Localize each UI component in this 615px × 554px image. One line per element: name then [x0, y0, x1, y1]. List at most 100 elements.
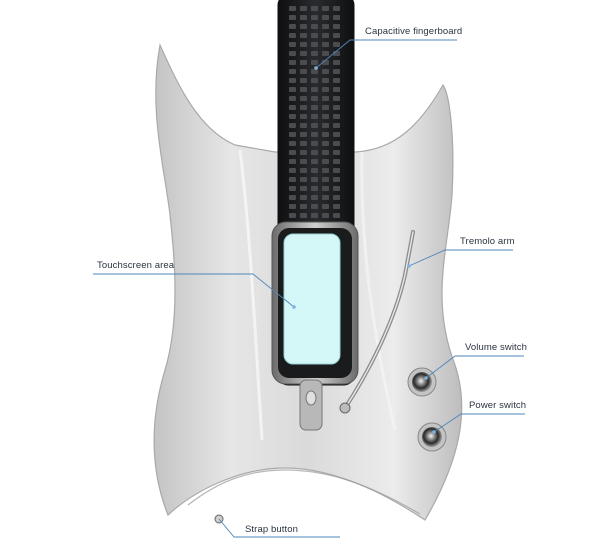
fret-marker: [289, 87, 296, 92]
callout-line-capacitive-fingerboard: [315, 39, 457, 69]
label-volume-switch: Volume switch: [465, 342, 528, 353]
fret-marker: [289, 96, 296, 101]
fret-marker: [300, 141, 307, 146]
fret-marker: [289, 123, 296, 128]
fret-marker: [289, 42, 296, 47]
fret-marker: [300, 186, 307, 191]
fret-marker: [333, 60, 340, 65]
fret-marker: [289, 168, 296, 173]
fret-marker: [289, 105, 296, 110]
body-highlight: [238, 149, 264, 441]
callout-dots: [292, 66, 436, 434]
fret-marker: [311, 159, 318, 164]
fret-marker: [311, 60, 318, 65]
fret-marker: [322, 186, 329, 191]
fret-marker: [311, 132, 318, 137]
label-power-switch: Power switch: [469, 400, 527, 411]
fret-marker: [322, 33, 329, 38]
fret-marker: [333, 42, 340, 47]
fret-marker: [289, 141, 296, 146]
fret-marker: [333, 132, 340, 137]
fret-marker: [322, 159, 329, 164]
fret-marker: [322, 204, 329, 209]
fret-marker: [322, 69, 329, 74]
fret-marker: [300, 168, 307, 173]
fret-marker: [333, 24, 340, 29]
fret-marker: [333, 105, 340, 110]
fret-marker: [300, 51, 307, 56]
fret-marker: [300, 33, 307, 38]
tremolo-pivot: [339, 402, 351, 414]
fret-marker: [322, 15, 329, 20]
fret-marker: [300, 195, 307, 200]
fret-marker: [311, 51, 318, 56]
fret-marker: [289, 33, 296, 38]
fret-marker: [311, 141, 318, 146]
fret-marker: [333, 114, 340, 119]
label-capacitive-fingerboard: Capacitive fingerboard: [365, 26, 463, 37]
fret-marker: [300, 87, 307, 92]
fret-marker: [311, 78, 318, 83]
fret-marker: [300, 42, 307, 47]
fret-marker: [333, 87, 340, 92]
fret-marker: [300, 60, 307, 65]
fret-marker: [289, 69, 296, 74]
fret-marker: [311, 6, 318, 11]
label-strap-button: Strap button: [245, 524, 298, 535]
fret-marker: [300, 78, 307, 83]
fret-marker: [322, 195, 329, 200]
fret-marker: [322, 78, 329, 83]
volume-switch-knob[interactable]: [407, 367, 437, 397]
fret-marker: [289, 186, 296, 191]
power-switch-knob[interactable]: [417, 422, 447, 452]
fret-marker: [311, 114, 318, 119]
callout-dot: [424, 376, 428, 380]
fret-marker: [289, 150, 296, 155]
fret-marker: [322, 42, 329, 47]
fret-marker: [322, 96, 329, 101]
fret-marker: [322, 177, 329, 182]
fret-marker: [289, 195, 296, 200]
fret-marker: [300, 204, 307, 209]
fret-marker: [333, 69, 340, 74]
body-highlight: [360, 151, 397, 431]
fret-marker: [311, 105, 318, 110]
callout-line-power-switch: [433, 413, 525, 433]
callout-dot: [407, 264, 411, 268]
tail-screw: [305, 390, 317, 406]
fret-marker: [333, 177, 340, 182]
fret-marker: [333, 33, 340, 38]
fret-marker: [289, 177, 296, 182]
callout-line-tremolo-arm: [408, 249, 513, 267]
fret-marker: [322, 105, 329, 110]
fret-marker: [300, 159, 307, 164]
fret-marker: [322, 213, 329, 218]
fret-marker: [333, 123, 340, 128]
fret-marker: [311, 195, 318, 200]
fret-marker: [289, 51, 296, 56]
callout-line-strap-button: [218, 518, 340, 538]
fret-marker: [300, 150, 307, 155]
fret-marker: [311, 177, 318, 182]
fret-marker: [289, 204, 296, 209]
label-touchscreen-area: Touchscreen area: [97, 260, 175, 271]
fret-marker: [289, 60, 296, 65]
fret-marker: [300, 114, 307, 119]
fret-marker: [333, 15, 340, 20]
fret-marker: [322, 114, 329, 119]
fret-marker: [333, 186, 340, 191]
fret-marker: [311, 69, 318, 74]
fret-marker: [322, 132, 329, 137]
fret-marker: [289, 24, 296, 29]
fret-marker: [311, 123, 318, 128]
fret-marker: [322, 51, 329, 56]
fret-marker: [311, 150, 318, 155]
fret-marker: [333, 6, 340, 11]
fret-marker: [333, 204, 340, 209]
fret-marker: [300, 96, 307, 101]
fret-marker: [333, 195, 340, 200]
fret-marker: [289, 159, 296, 164]
fret-marker: [300, 24, 307, 29]
fret-marker: [289, 114, 296, 119]
